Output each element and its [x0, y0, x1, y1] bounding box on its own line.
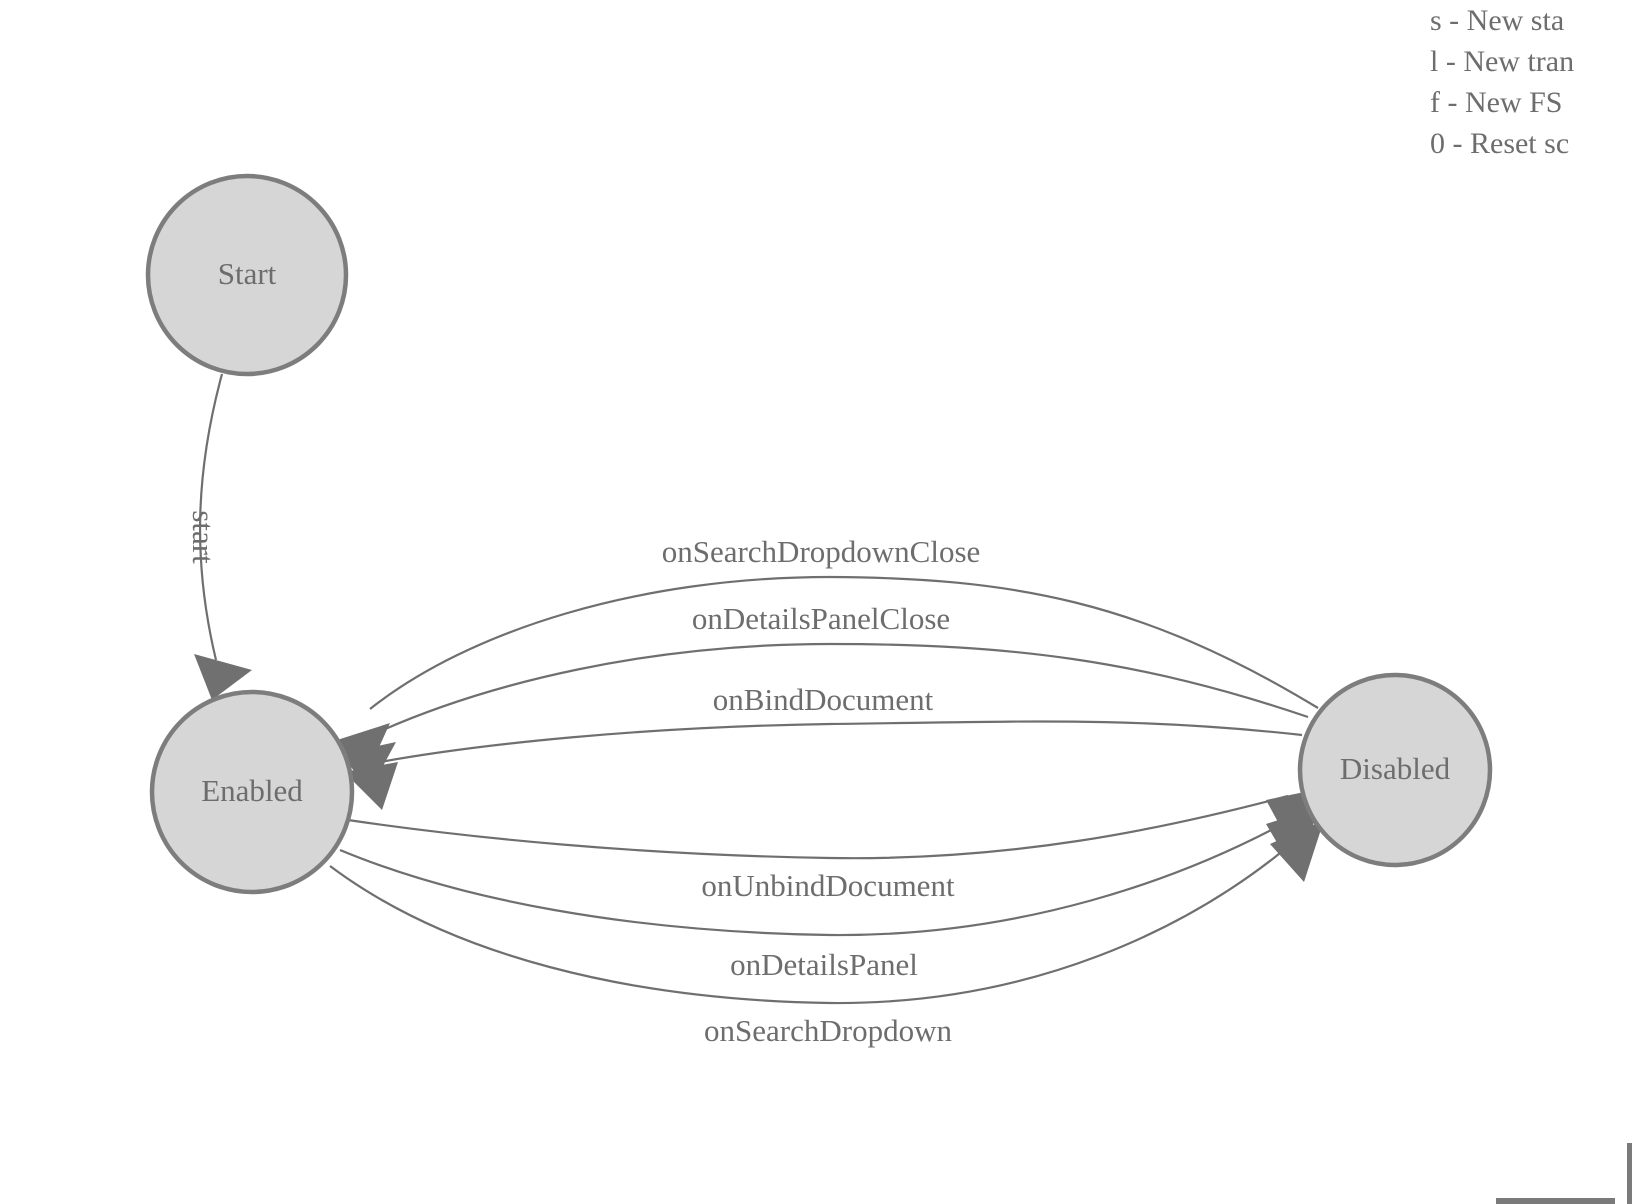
state-label-start: Start [218, 256, 277, 291]
transition-label-start: start [186, 510, 221, 564]
shortcut-new-state: s - New sta [1430, 4, 1565, 37]
transition-label-onsearchdropdown: onSearchDropdown [704, 1013, 952, 1048]
horizontal-scrollbar-thumb[interactable] [1496, 1198, 1615, 1204]
state-circle-disabled[interactable] [1297, 672, 1493, 868]
transition-ondetailspanelclose[interactable] [340, 642, 1309, 790]
state-circle-enabled[interactable] [149, 689, 355, 895]
shortcut-new-transition: l - New tran [1430, 45, 1575, 78]
vertical-scrollbar-thumb[interactable] [1627, 1143, 1632, 1204]
state-circle-start[interactable] [145, 173, 349, 377]
transition-label-onbinddocument: onBindDocument [713, 682, 934, 717]
edge-path-ondetailspanel[interactable] [339, 819, 1291, 937]
state-node-start[interactable]: Start [145, 173, 349, 377]
transition-onbinddocument[interactable] [344, 720, 1303, 810]
transition-label-ondetailspanel: onDetailsPanel [730, 947, 918, 982]
edge-path-start[interactable] [198, 373, 224, 661]
keyboard-shortcuts-overlay: s - New sta l - New tran f - New FS 0 - … [1430, 0, 1632, 164]
state-label-enabled: Enabled [201, 773, 303, 808]
shortcut-reset-scale: 0 - Reset sc [1430, 127, 1570, 160]
edge-path-ondetailspanelclose[interactable] [375, 642, 1309, 735]
transition-label-onsearchdropdownclose: onSearchDropdownClose [662, 534, 981, 569]
transition-start[interactable] [194, 373, 252, 700]
arrowhead-ondetailspanelclose [340, 742, 396, 790]
edge-path-onsearchdropdown[interactable] [329, 839, 1297, 1005]
arrowhead-onsearchdropdown [1270, 820, 1324, 882]
edge-path-onbinddocument[interactable] [379, 720, 1303, 764]
transition-onsearchdropdown[interactable] [329, 820, 1324, 1005]
shortcut-new-fsm: f - New FS [1430, 86, 1563, 119]
edge-path-onsearchdropdownclose[interactable] [369, 575, 1319, 710]
transition-label-onunbinddocument: onUnbindDocument [701, 868, 955, 903]
arrowhead-start [194, 654, 252, 700]
transition-onunbinddocument[interactable] [347, 788, 1324, 860]
transition-label-ondetailspanelclose: onDetailsPanelClose [692, 601, 950, 636]
state-node-disabled[interactable]: Disabled [1297, 672, 1493, 868]
arrowhead-onbinddocument [344, 762, 398, 810]
state-label-disabled: Disabled [1340, 751, 1451, 786]
edge-path-onunbinddocument[interactable] [347, 794, 1289, 860]
state-node-enabled[interactable]: Enabled [149, 689, 355, 895]
